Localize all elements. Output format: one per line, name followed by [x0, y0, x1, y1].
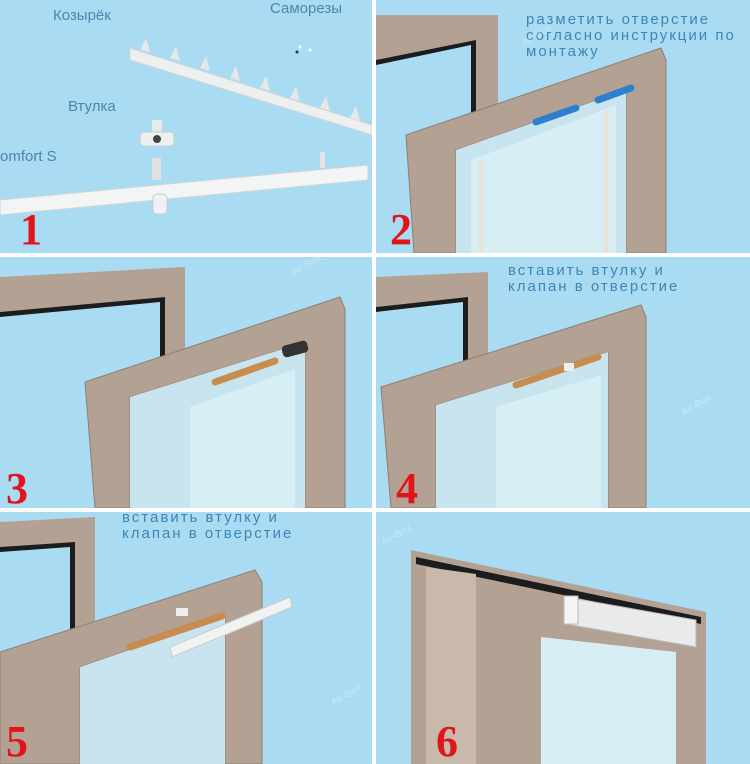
step-1-panel: Козырёк Саморезы Втулка omfort S 1: [0, 0, 372, 253]
caption-line: клапан в отверстие: [122, 525, 294, 542]
window-frame-illustration: [0, 267, 346, 508]
step-number: 3: [6, 464, 28, 509]
step-5-panel: вставить втулку и клапан в отверстие 5: [0, 512, 372, 764]
step-number: 5: [6, 717, 28, 764]
valve-label: omfort S: [0, 148, 57, 165]
screws-label: Саморезы: [270, 0, 343, 17]
caption-line: клапан в отверстие: [508, 278, 680, 295]
step-number: 2: [390, 205, 412, 253]
caption-line: согласно инструкции по: [526, 27, 736, 44]
step-4-panel: вставить втулку и клапан в отверстие 4: [376, 257, 750, 508]
window-frame-illustration: [0, 517, 293, 764]
caption-line: вставить втулку и: [508, 262, 665, 279]
window-frame-illustration: [411, 550, 706, 764]
step-6-panel: 6: [376, 512, 750, 764]
window-frame-illustration: [376, 15, 667, 253]
step-number: 1: [20, 205, 42, 253]
parts-illustration: [0, 38, 372, 216]
step-caption: вставить втулку и клапан в отверстие: [122, 512, 293, 542]
step-number: 6: [436, 717, 458, 764]
caption-line: монтажу: [526, 43, 600, 60]
step-2-panel: разметить отверстие согласно инструкции …: [376, 0, 750, 253]
bushing-label: Втулка: [68, 98, 116, 115]
step-3-panel: 3: [0, 257, 372, 508]
caption-line: разметить отверстие: [526, 11, 711, 28]
step-caption: разметить отверстие согласно инструкции …: [526, 12, 736, 60]
visor-label: Козырёк: [53, 7, 111, 24]
caption-line: вставить втулку и: [122, 512, 279, 526]
window-frame-illustration: [376, 272, 647, 508]
step-number: 4: [396, 464, 418, 509]
step-caption: вставить втулку и клапан в отверстие: [508, 263, 679, 295]
